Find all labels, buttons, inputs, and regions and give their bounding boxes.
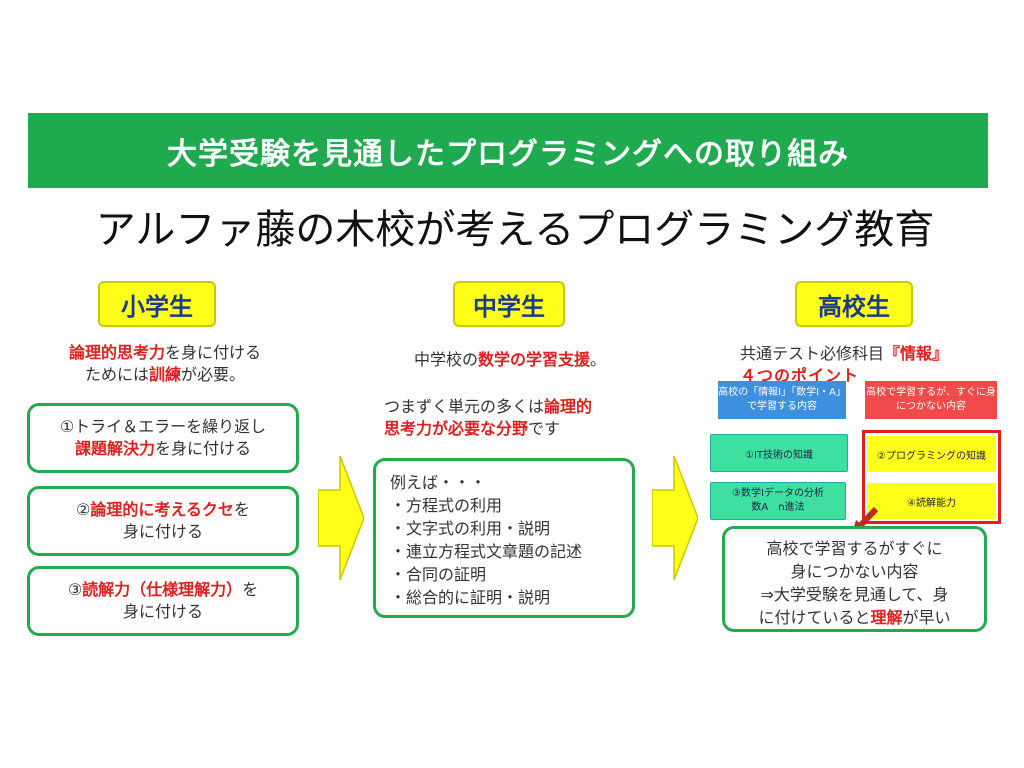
intro-keyword: 思考力が必要な分野 bbox=[384, 419, 529, 438]
point-4: ④読解能力 bbox=[867, 483, 996, 519]
example-item: ・文字式の利用・説明 bbox=[390, 519, 551, 538]
page-subtitle: アルファ藤の木校が考えるプログラミング教育 bbox=[95, 207, 935, 253]
elementary-box-3: ③読解力（仕様理解力）を 身に付ける bbox=[27, 566, 299, 636]
intro-text: を身に付ける bbox=[165, 343, 262, 362]
example-item: ・連立方程式文章題の記述 bbox=[390, 542, 583, 561]
box-keyword: 読解力（仕様理解力） bbox=[82, 580, 243, 599]
summary-keyword: 理解 bbox=[870, 608, 903, 627]
box-keyword: 論理的に考えるクセ bbox=[90, 500, 234, 519]
summary-text: に付けていると bbox=[758, 608, 871, 627]
box-text: ② bbox=[76, 500, 91, 519]
intro-text: 共通テスト必修科目 bbox=[740, 344, 885, 363]
point-2: ②プログラミングの知識 bbox=[867, 436, 996, 472]
box-text: 身に付ける bbox=[122, 522, 203, 541]
summary-text: 高校で学習するがすぐに bbox=[766, 539, 943, 558]
point-3: ③数学Ⅰデータの分析 数A n進法 bbox=[710, 482, 846, 520]
box-keyword: 課題解決力 bbox=[74, 439, 155, 458]
box-text: 身に付ける bbox=[122, 602, 203, 621]
point-1: ①IT技術の知識 bbox=[710, 434, 848, 472]
tag-senior: 高校生 bbox=[795, 281, 913, 327]
tag-elementary: 小学生 bbox=[98, 281, 216, 327]
intro-text: つまずく単元の多くは bbox=[384, 397, 545, 416]
elementary-intro: 論理的思考力を身に付ける ためには訓練が必要。 bbox=[40, 342, 290, 386]
junior-intro-1: 中学校の数学の学習支援。 bbox=[380, 349, 640, 371]
senior-intro: 共通テスト必修科目『情報』 ４つのポイント bbox=[740, 343, 990, 387]
box-text: を bbox=[242, 580, 259, 599]
intro-keyword: 訓練 bbox=[148, 365, 181, 384]
summary-text: 身につかない内容 bbox=[790, 562, 919, 581]
intro-text: ためには bbox=[84, 365, 149, 384]
intro-keyword: ４つのポイント bbox=[740, 366, 860, 385]
junior-example-box: 例えば・・・ ・方程式の利用 ・文字式の利用・説明 ・連立方程式文章題の記述 ・… bbox=[373, 458, 635, 618]
intro-text: が必要。 bbox=[181, 365, 246, 384]
legend-red: 高校で学習するが、すぐに身につかない内容 bbox=[865, 381, 997, 419]
intro-keyword: 論理的思考力 bbox=[68, 343, 165, 362]
arrow-right-icon bbox=[318, 456, 364, 580]
elementary-box-2: ②論理的に考えるクセを 身に付ける bbox=[27, 486, 299, 556]
arrow-right-icon bbox=[652, 456, 698, 580]
example-item: ・方程式の利用 bbox=[390, 496, 503, 515]
box-text: ①トライ＆エラーを繰り返し bbox=[59, 417, 267, 436]
intro-text: 中学校の bbox=[413, 350, 478, 369]
intro-text: 。 bbox=[590, 350, 607, 369]
summary-text: が早い bbox=[902, 608, 951, 627]
box-text: を bbox=[233, 500, 250, 519]
intro-keyword: 論理的 bbox=[544, 397, 593, 416]
title-banner: 大学受験を見通したプログラミングへの取り組み bbox=[28, 113, 988, 188]
junior-intro-2: つまずく単元の多くは論理的 思考力が必要な分野です bbox=[384, 396, 646, 440]
example-item: 例えば・・・ bbox=[390, 473, 487, 492]
box-text: を身に付ける bbox=[155, 439, 252, 458]
legend-blue: 高校の「情報Ⅰ」「数学Ⅰ・A」で学習する内容 bbox=[718, 381, 846, 419]
intro-keyword: 数学の学習支援 bbox=[477, 350, 590, 369]
summary-text: ⇒大学受験を見通して、身 bbox=[760, 585, 949, 604]
highlight-frame bbox=[862, 430, 1001, 524]
intro-keyword: 『情報』 bbox=[884, 344, 949, 363]
example-item: ・合同の証明 bbox=[390, 565, 487, 584]
box-text: ③ bbox=[67, 580, 83, 599]
tag-junior: 中学生 bbox=[453, 281, 565, 327]
intro-text: です bbox=[528, 419, 561, 438]
example-item: ・総合的に証明・説明 bbox=[390, 588, 551, 607]
senior-summary-box: 高校で学習するがすぐに 身につかない内容 ⇒大学受験を見通して、身 に付けている… bbox=[722, 526, 987, 632]
elementary-box-1: ①トライ＆エラーを繰り返し 課題解決力を身に付ける bbox=[27, 403, 299, 473]
